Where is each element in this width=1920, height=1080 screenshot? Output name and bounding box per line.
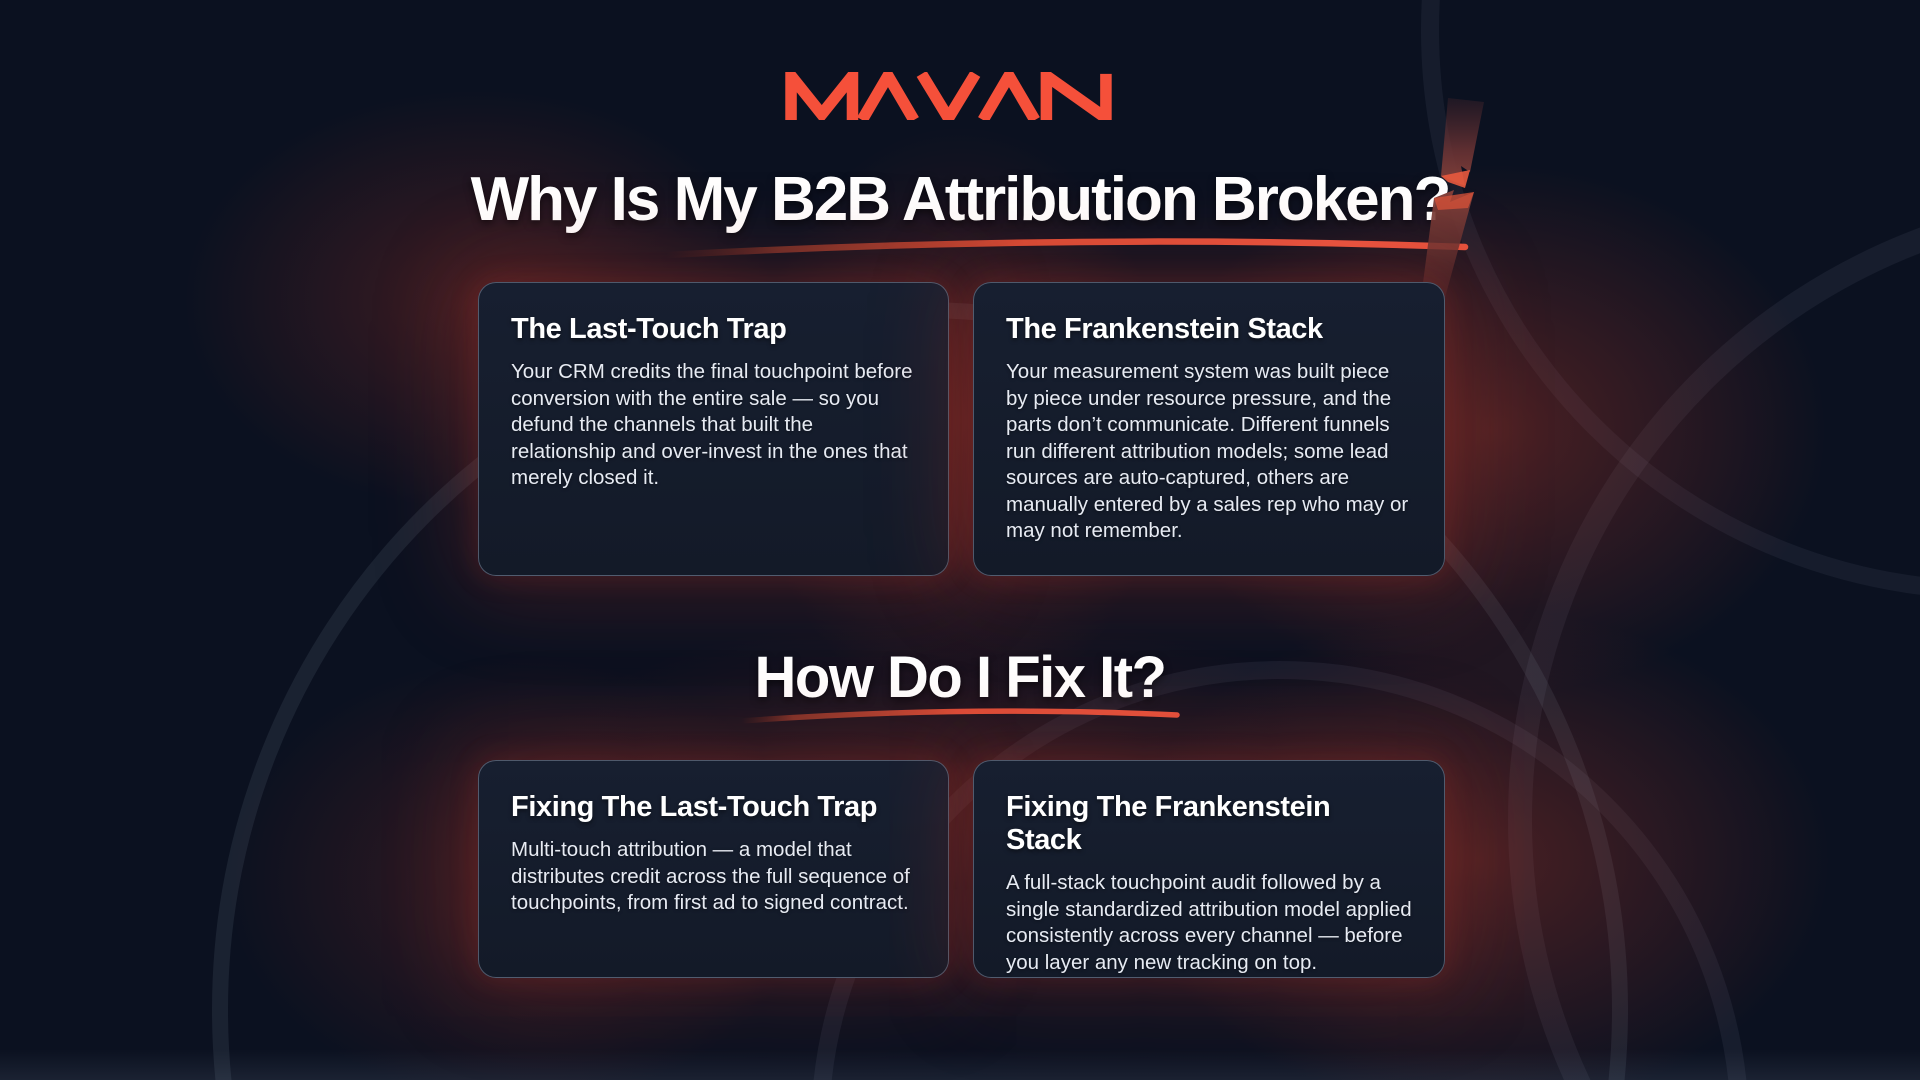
card-title: The Frankenstein Stack: [1006, 313, 1323, 345]
card-body: Multi-touch attribution — a model that d…: [511, 838, 910, 914]
problem-card-frankenstein-stack: The Frankenstein Stack Your measurement …: [973, 282, 1445, 576]
section-underline-swoosh: [738, 708, 1180, 724]
headline-underline-swoosh: [663, 238, 1469, 259]
solution-cards-row: Fixing The Last-Touch Trap Multi-touch a…: [478, 760, 1445, 978]
card-body: A full-stack touchpoint audit followed b…: [1006, 871, 1412, 974]
main-headline: Why Is My B2B Attribution Broken?: [470, 165, 1452, 234]
card-body: Your CRM credits the final touchpoint be…: [511, 360, 913, 489]
bottom-fade-decoration: [0, 1046, 1920, 1080]
card-title: Fixing The Last-Touch Trap: [511, 791, 878, 823]
problem-card-last-touch-trap: The Last-Touch Trap Your CRM credits the…: [478, 282, 949, 576]
solution-card-last-touch-trap: Fixing The Last-Touch Trap Multi-touch a…: [478, 760, 949, 978]
card-title: Fixing The Frankenstein Stack: [1006, 791, 1331, 856]
solution-card-frankenstein-stack: Fixing The Frankenstein Stack A full-sta…: [973, 760, 1445, 978]
mavan-logo: [785, 72, 1112, 120]
card-body: Your measurement system was built piece …: [1006, 360, 1409, 542]
card-title: The Last-Touch Trap: [511, 313, 787, 345]
section-heading-fix: How Do I Fix It?: [754, 645, 1167, 710]
problem-cards-row: The Last-Touch Trap Your CRM credits the…: [478, 282, 1445, 576]
